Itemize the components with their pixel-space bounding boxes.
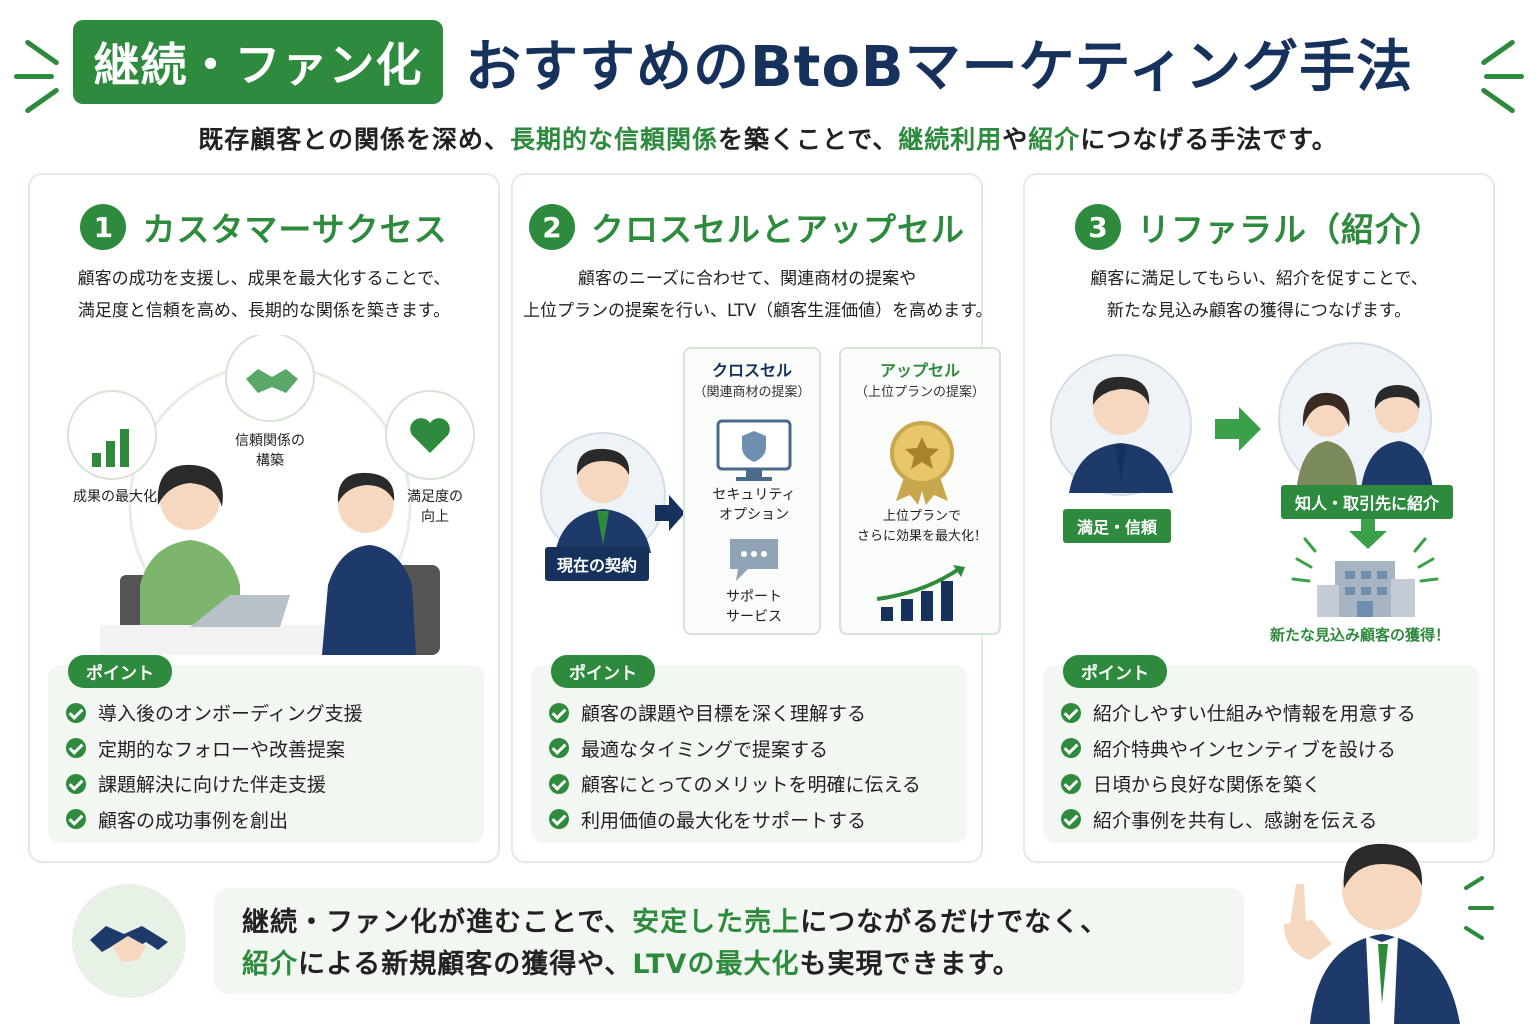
header: 継続・ファン化 おすすめのBtoBマーケティング手法 既存顧客との関係を深め、長… [0,0,1536,170]
card-header: 1 カスタマーサクセス [30,203,498,251]
card-header: 2 クロスセルとアップセル [513,203,981,251]
page-title: おすすめのBtoBマーケティング手法 [465,35,1414,100]
check-icon [66,702,86,723]
list-item: 顧客にとってのメリットを明確に伝える [549,766,921,802]
accent-line-icon [1480,38,1516,67]
current-contract-tag: 現在の契約 [545,547,650,581]
check-icon [1061,738,1081,759]
up-sell-box: アップセル （上位プランの提案） 上位プランで さらに効果を最大化！ [839,347,1001,635]
security-monitor-icon [716,419,792,481]
security-option-label: セキュリティ オプション [712,487,796,523]
accent-line-icon [24,38,60,67]
check-icon [1061,702,1081,723]
points-label: ポイント [1063,655,1167,688]
up-sell-text: 上位プランで さらに効果を最大化！ [856,509,987,544]
referral-flow-illustration [1050,342,1439,617]
card-title: リファラル（紹介） [1137,210,1443,249]
check-icon [66,773,86,794]
up-sell-title: アップセル [879,361,960,380]
list-item: 利用価値の最大化をサポートする [549,802,921,838]
card-number: 3 [1075,204,1121,250]
cross-sell-subtitle: （関連商材の提案） [693,385,811,400]
list-item: 顧客の成功事例を創出 [66,802,363,838]
accent-line-icon [24,86,60,115]
list-item: 課題解決に向けた伴走支援 [66,766,363,802]
satisfied-tag: 満足・信頼 [1063,509,1172,543]
card-title: カスタマーサクセス [142,210,448,249]
page-subtitle: 既存顧客との関係を深め、長期的な信頼関係を築くことで、継続利用や紹介につなげる手… [198,125,1338,154]
up-sell-subtitle: （上位プランの提案） [854,385,985,400]
illustration-cross-up-sell: 現在の契約 クロスセル （関連商材の提案） セキュリティ オプション サポート … [523,335,1001,655]
cross-sell-title: クロスセル [711,361,792,380]
label-trust-build: 信頼関係の 構築 [235,433,305,469]
card-number: 2 [529,204,575,250]
card-customer-success: 1 カスタマーサクセス 顧客の成功を支援し、成果を最大化することで、満足度と信頼… [28,173,500,863]
list-item: 導入後のオンボーディング支援 [66,695,363,731]
growth-chart-icon [876,565,965,621]
new-prospect-label: 新たな見込み顧客の獲得！ [1269,626,1450,644]
card-referral: 3 リファラル（紹介） 顧客に満足してもらい、紹介を促すことで、新たな見込み顧客… [1023,173,1495,863]
label-satisfaction-up: 満足度の 向上 [407,489,463,525]
accent-line-icon [1484,74,1524,79]
list-item: 日頃から良好な関係を築く [1061,766,1416,802]
businessman-illustration [540,432,685,558]
check-icon [549,702,569,723]
illustration-customer-success: 成果の最大化 信頼関係の 構築 満足度の 向上 [40,332,488,655]
list-item: 紹介しやすい仕組みや情報を用意する [1061,695,1416,731]
summary-text: 継続・ファン化が進むことで、安定した売上につながるだけでなく、 紹介による新規顧… [242,907,1109,980]
pointing-businessman-illustration [1284,843,1494,1024]
points-list: 導入後のオンボーディング支援 定期的なフォローや改善提案 課題解決に向けた伴走支… [66,695,363,837]
check-icon [66,738,86,759]
check-icon [549,738,569,759]
accent-line-icon [14,74,54,79]
handshake-icon [72,884,186,998]
meeting-illustration [67,332,475,655]
card-title: クロスセルとアップセル [591,210,965,249]
check-icon [66,809,86,830]
points-list: 紹介しやすい仕組みや情報を用意する 紹介特典やインセンティブを設ける 日頃から良… [1061,695,1416,837]
cross-sell-box: クロスセル （関連商材の提案） セキュリティ オプション サポート サービス [683,347,821,635]
check-icon [1061,809,1081,830]
list-item: 紹介特典やインセンティブを設ける [1061,731,1416,767]
list-item: 最適なタイミングで提案する [549,731,921,767]
card-description: 顧客の成功を支援し、成果を最大化することで、満足度と信頼を高め、長期的な関係を築… [77,269,451,321]
check-icon [1061,773,1081,794]
check-icon [549,809,569,830]
list-item: 顧客の課題や目標を深く理解する [549,695,921,731]
card-description: 顧客に満足してもらい、紹介を促すことで、新たな見込み顧客の獲得につなげます。 [1090,269,1428,321]
card-description: 顧客のニーズに合わせて、関連商材の提案や上位プランの提案を行い、LTV（顧客生涯… [523,269,993,321]
points-list: 顧客の課題や目標を深く理解する 最適なタイミングで提案する 顧客にとってのメリッ… [549,695,921,837]
list-item: 紹介事例を共有し、感謝を伝える [1061,802,1416,838]
points-label: ポイント [551,655,655,688]
points-label: ポイント [68,655,172,688]
illustration-referral: 満足・信頼 知人・取引先に紹介 新たな見込み顧客の獲得！ [1035,335,1483,655]
accent-line-icon [1480,86,1516,115]
card-header: 3 リファラル（紹介） [1025,203,1493,251]
card-number: 1 [80,204,127,250]
points-box: ポイント 導入後のオンボーディング支援 定期的なフォローや改善提案 課題解決に向… [48,655,484,843]
check-icon [549,773,569,794]
support-service-label: サポート サービス [726,589,782,625]
points-box: ポイント 紹介しやすい仕組みや情報を用意する 紹介特典やインセンティブを設ける … [1043,655,1479,843]
points-box: ポイント 顧客の課題や目標を深く理解する 最適なタイミングで提案する 顧客にとっ… [531,655,967,843]
category-badge: 継続・ファン化 [73,20,443,104]
card-cross-up-sell: 2 クロスセルとアップセル 顧客のニーズに合わせて、関連商材の提案や上位プランの… [511,173,1001,863]
summary-bubble: 継続・ファン化が進むことで、安定した売上につながるだけでなく、 紹介による新規顧… [214,888,1244,994]
label-result-max: 成果の最大化 [73,489,157,505]
award-medal-icon [890,421,954,505]
chat-support-icon [730,539,778,581]
referral-tag: 知人・取引先に紹介 [1281,485,1454,519]
list-item: 定期的なフォローや改善提案 [66,731,363,767]
